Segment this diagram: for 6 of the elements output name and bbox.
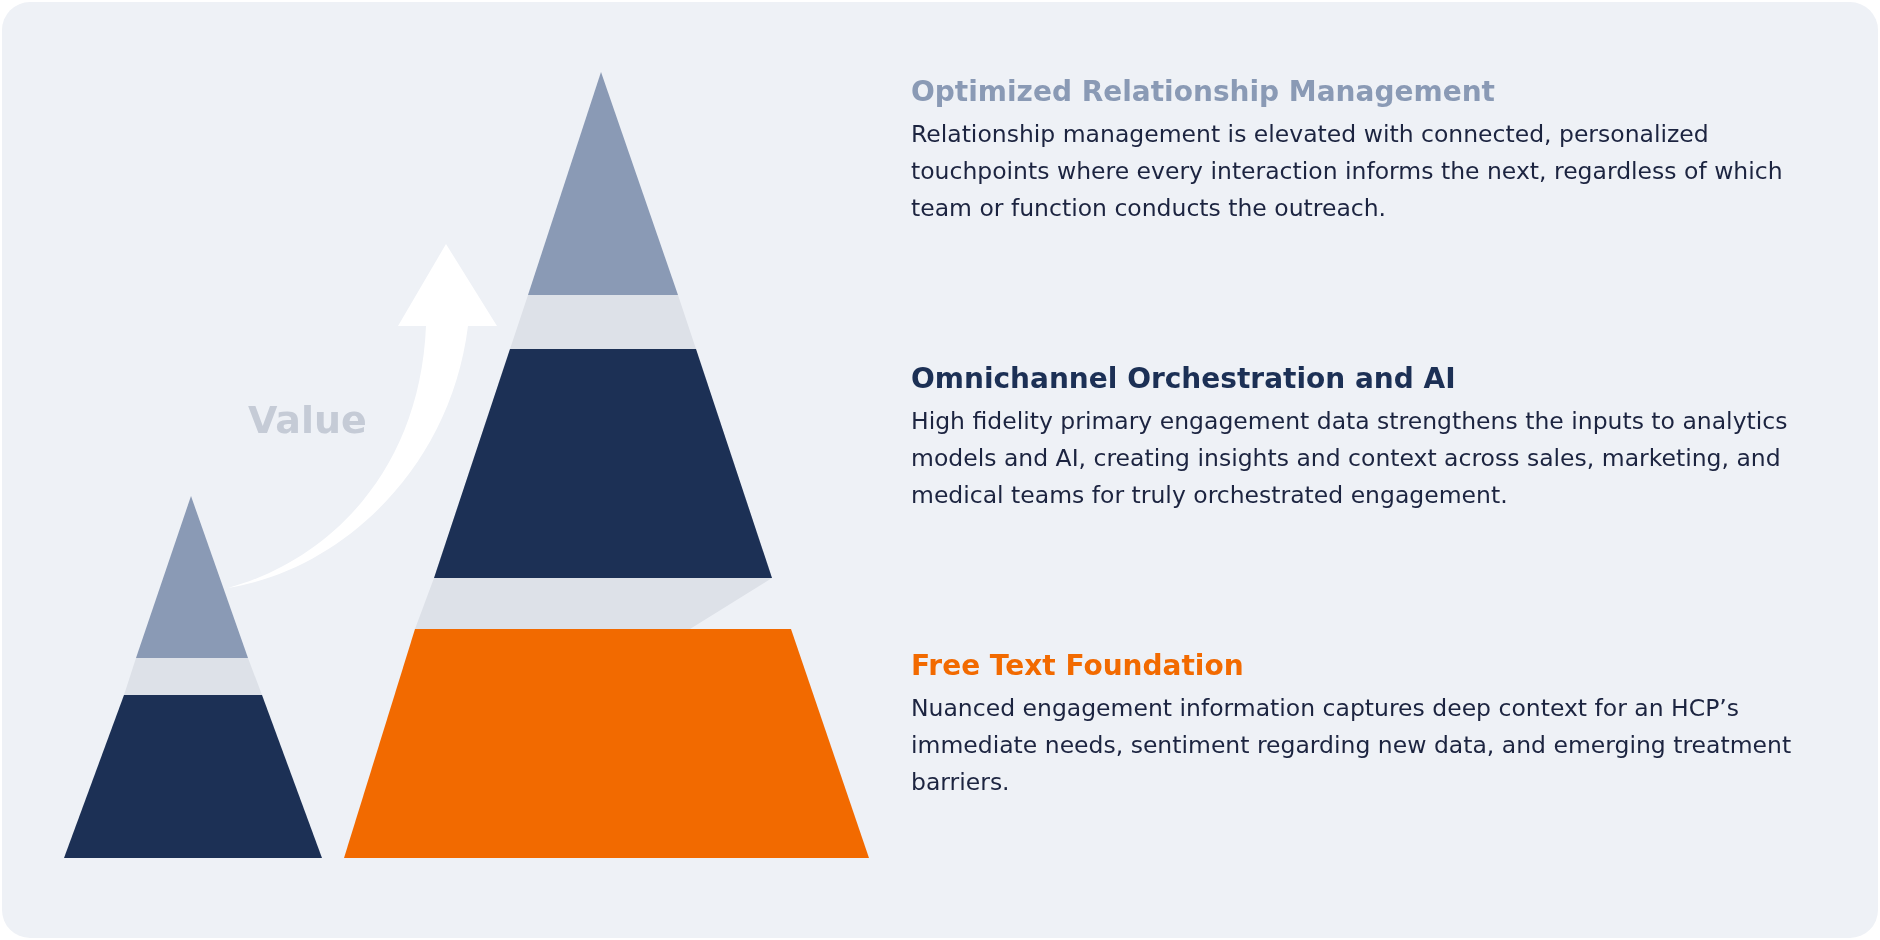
heading: Omnichannel Orchestration and AI	[911, 361, 1456, 397]
description-text: High fidelity primary engagement data strengthens the inputs to analytics models and AI, creating insights and context across sales, marketing, and medical teams for truly orchestrated engagement.	[911, 406, 1789, 511]
heading: Free Text Foundation	[911, 648, 1244, 684]
heading: Optimized Relationship Management	[911, 74, 1495, 110]
description-text: Relationship management is elevated with connected, personalized touchpoints where every interaction informs the next, regardless of which team or function conducts the outreach.	[911, 119, 1784, 224]
description-text: Nuanced engagement information captures deep context for an HCP’s immediate needs, sentiment regarding new data, and emerging treatment barriers.	[911, 693, 1793, 798]
